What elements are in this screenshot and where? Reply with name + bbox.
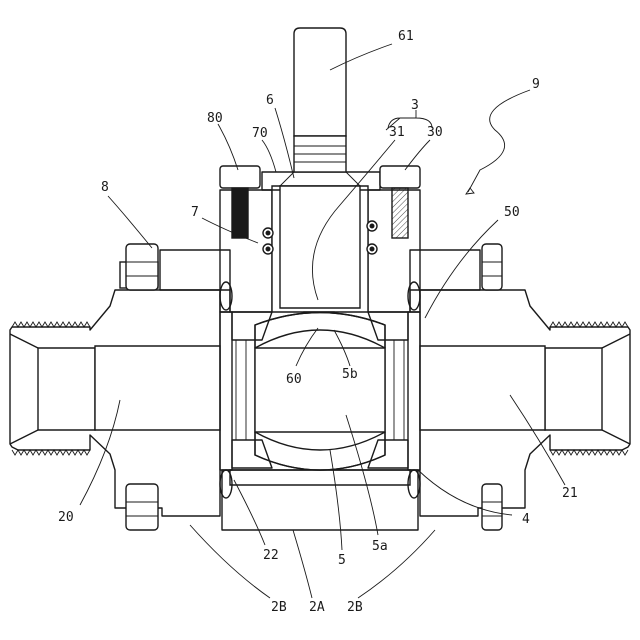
label-31: 31 <box>389 125 405 140</box>
label-30: 30 <box>427 125 443 140</box>
label-2B-right: 2B <box>347 600 363 615</box>
label-4: 4 <box>522 512 530 527</box>
label-61: 61 <box>398 29 414 44</box>
label-5a: 5a <box>372 539 388 554</box>
label-5: 5 <box>338 553 346 568</box>
label-2A: 2A <box>309 600 325 615</box>
stem-6 <box>280 28 360 328</box>
label-9: 9 <box>532 77 540 92</box>
label-6: 6 <box>266 93 274 108</box>
label-2B-left: 2B <box>271 600 287 615</box>
label-7: 7 <box>191 205 199 220</box>
label-60: 60 <box>286 372 302 387</box>
label-8: 8 <box>101 180 109 195</box>
label-3: 3 <box>411 98 419 113</box>
label-22: 22 <box>263 548 279 563</box>
label-5b: 5b <box>342 367 358 382</box>
label-50: 50 <box>504 205 520 220</box>
left-end-piece-20 <box>10 290 220 516</box>
label-20: 20 <box>58 510 74 525</box>
label-80: 80 <box>207 111 223 126</box>
ball-5 <box>255 313 385 471</box>
label-70: 70 <box>252 126 268 141</box>
label-21: 21 <box>562 486 578 501</box>
right-end-piece-21 <box>420 290 630 516</box>
